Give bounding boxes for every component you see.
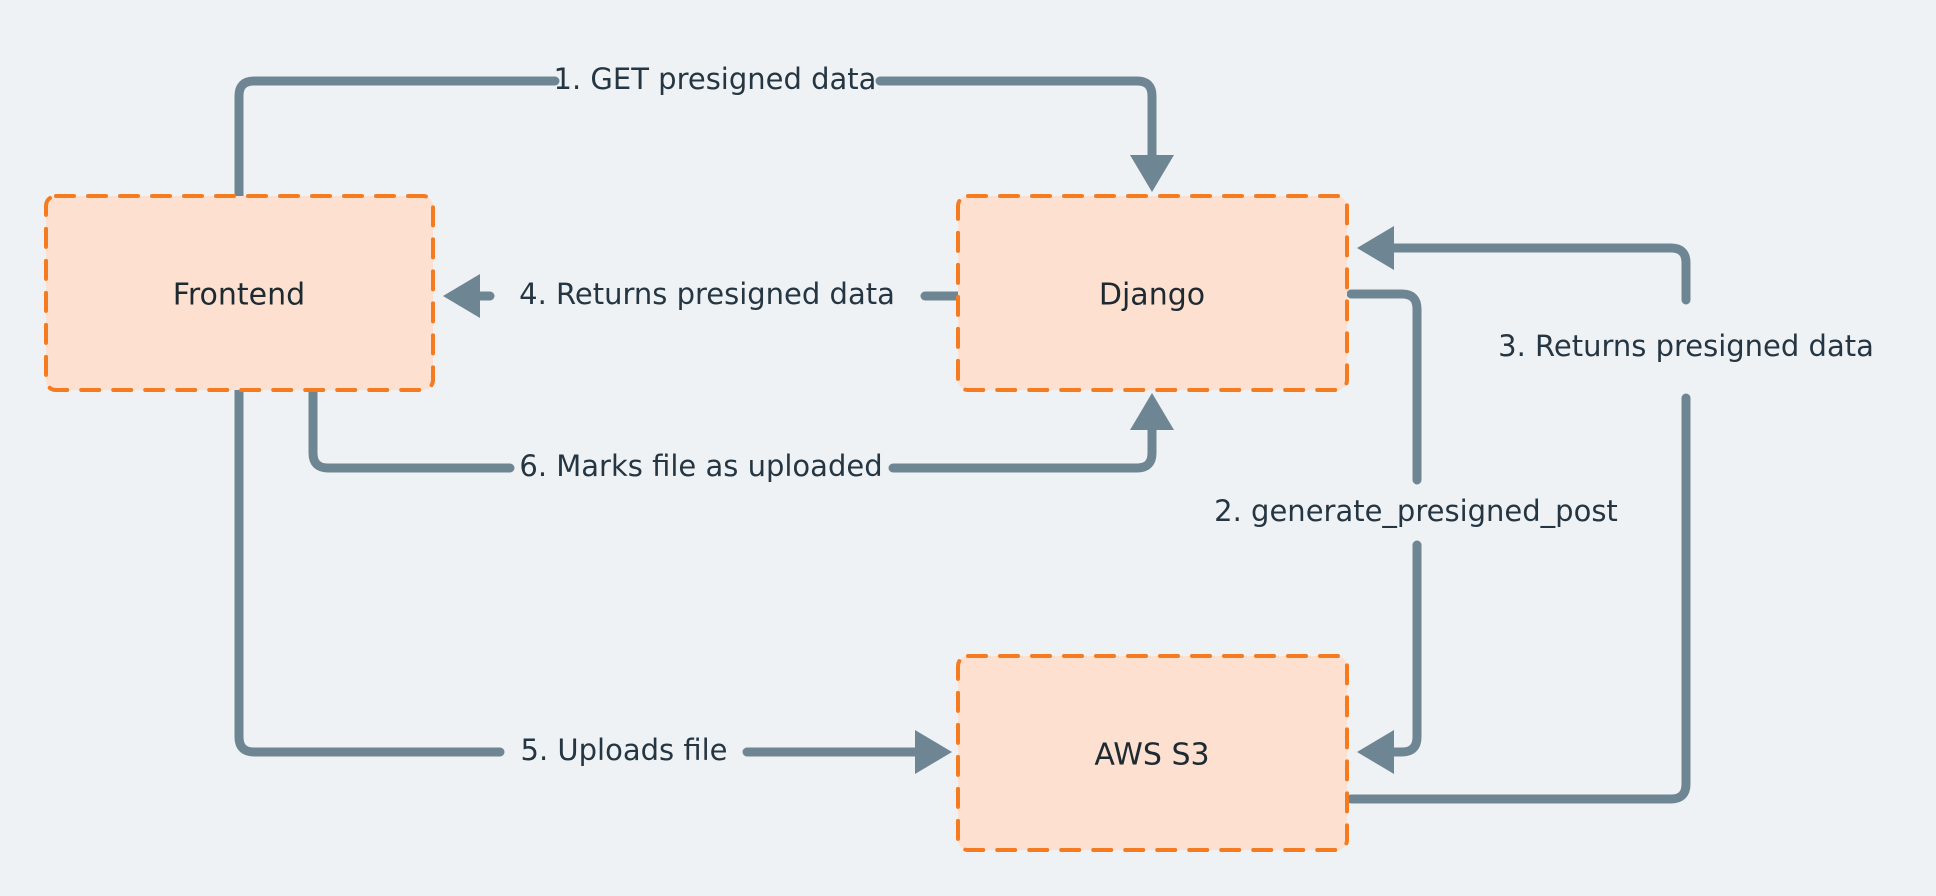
edge-3-path (1346, 393, 1691, 804)
edge-label-4: 4. Returns presigned data (519, 277, 895, 311)
edge-label-2: 2. generate_presigned_post (1214, 494, 1618, 528)
edge-6-marks-file-as-uploaded (308, 385, 1174, 473)
edge-label-1: 1. GET presigned data (554, 62, 877, 96)
edge-3-arrowhead (1357, 226, 1394, 270)
node-frontend-label: Frontend (173, 278, 305, 313)
edge-6-path-b (888, 420, 1157, 473)
edge-2-path (1346, 289, 1422, 485)
edge-6-arrowhead (1130, 393, 1174, 430)
edge-1-path (234, 76, 560, 201)
node-django-box[interactable] (956, 194, 1349, 392)
edge-6-path (308, 385, 515, 473)
node-frontend[interactable]: Frontend (44, 194, 435, 392)
node-aws-s3-box[interactable] (956, 654, 1349, 852)
edge-2-generate-presigned-post (1346, 289, 1422, 774)
node-django[interactable]: Django (956, 194, 1349, 392)
edge-1-get-presigned-data (234, 76, 1174, 201)
node-aws-s3[interactable]: AWS S3 (956, 654, 1349, 852)
edge-5-uploads-file (234, 385, 952, 774)
edge-4-returns-presigned-data (443, 274, 963, 318)
edge-3-returns-presigned-data (1346, 226, 1691, 804)
edge-3-path-b (1385, 243, 1691, 305)
node-django-label: Django (1099, 278, 1205, 313)
node-frontend-box[interactable] (44, 194, 435, 392)
edge-5-path (234, 385, 505, 757)
edge-label-3: 3. Returns presigned data (1498, 329, 1874, 363)
edge-label-6: 6. Marks file as uploaded (519, 449, 882, 483)
edge-2-arrowhead (1357, 730, 1394, 774)
edge-2-path-b (1385, 540, 1422, 757)
node-aws-s3-label: AWS S3 (1094, 738, 1209, 773)
edge-5-arrowhead (915, 730, 952, 774)
edge-1-path-b (875, 76, 1157, 165)
edge-label-5: 5. Uploads file (521, 733, 728, 767)
edge-1-arrowhead (1130, 155, 1174, 192)
edge-4-arrowhead (443, 274, 480, 318)
